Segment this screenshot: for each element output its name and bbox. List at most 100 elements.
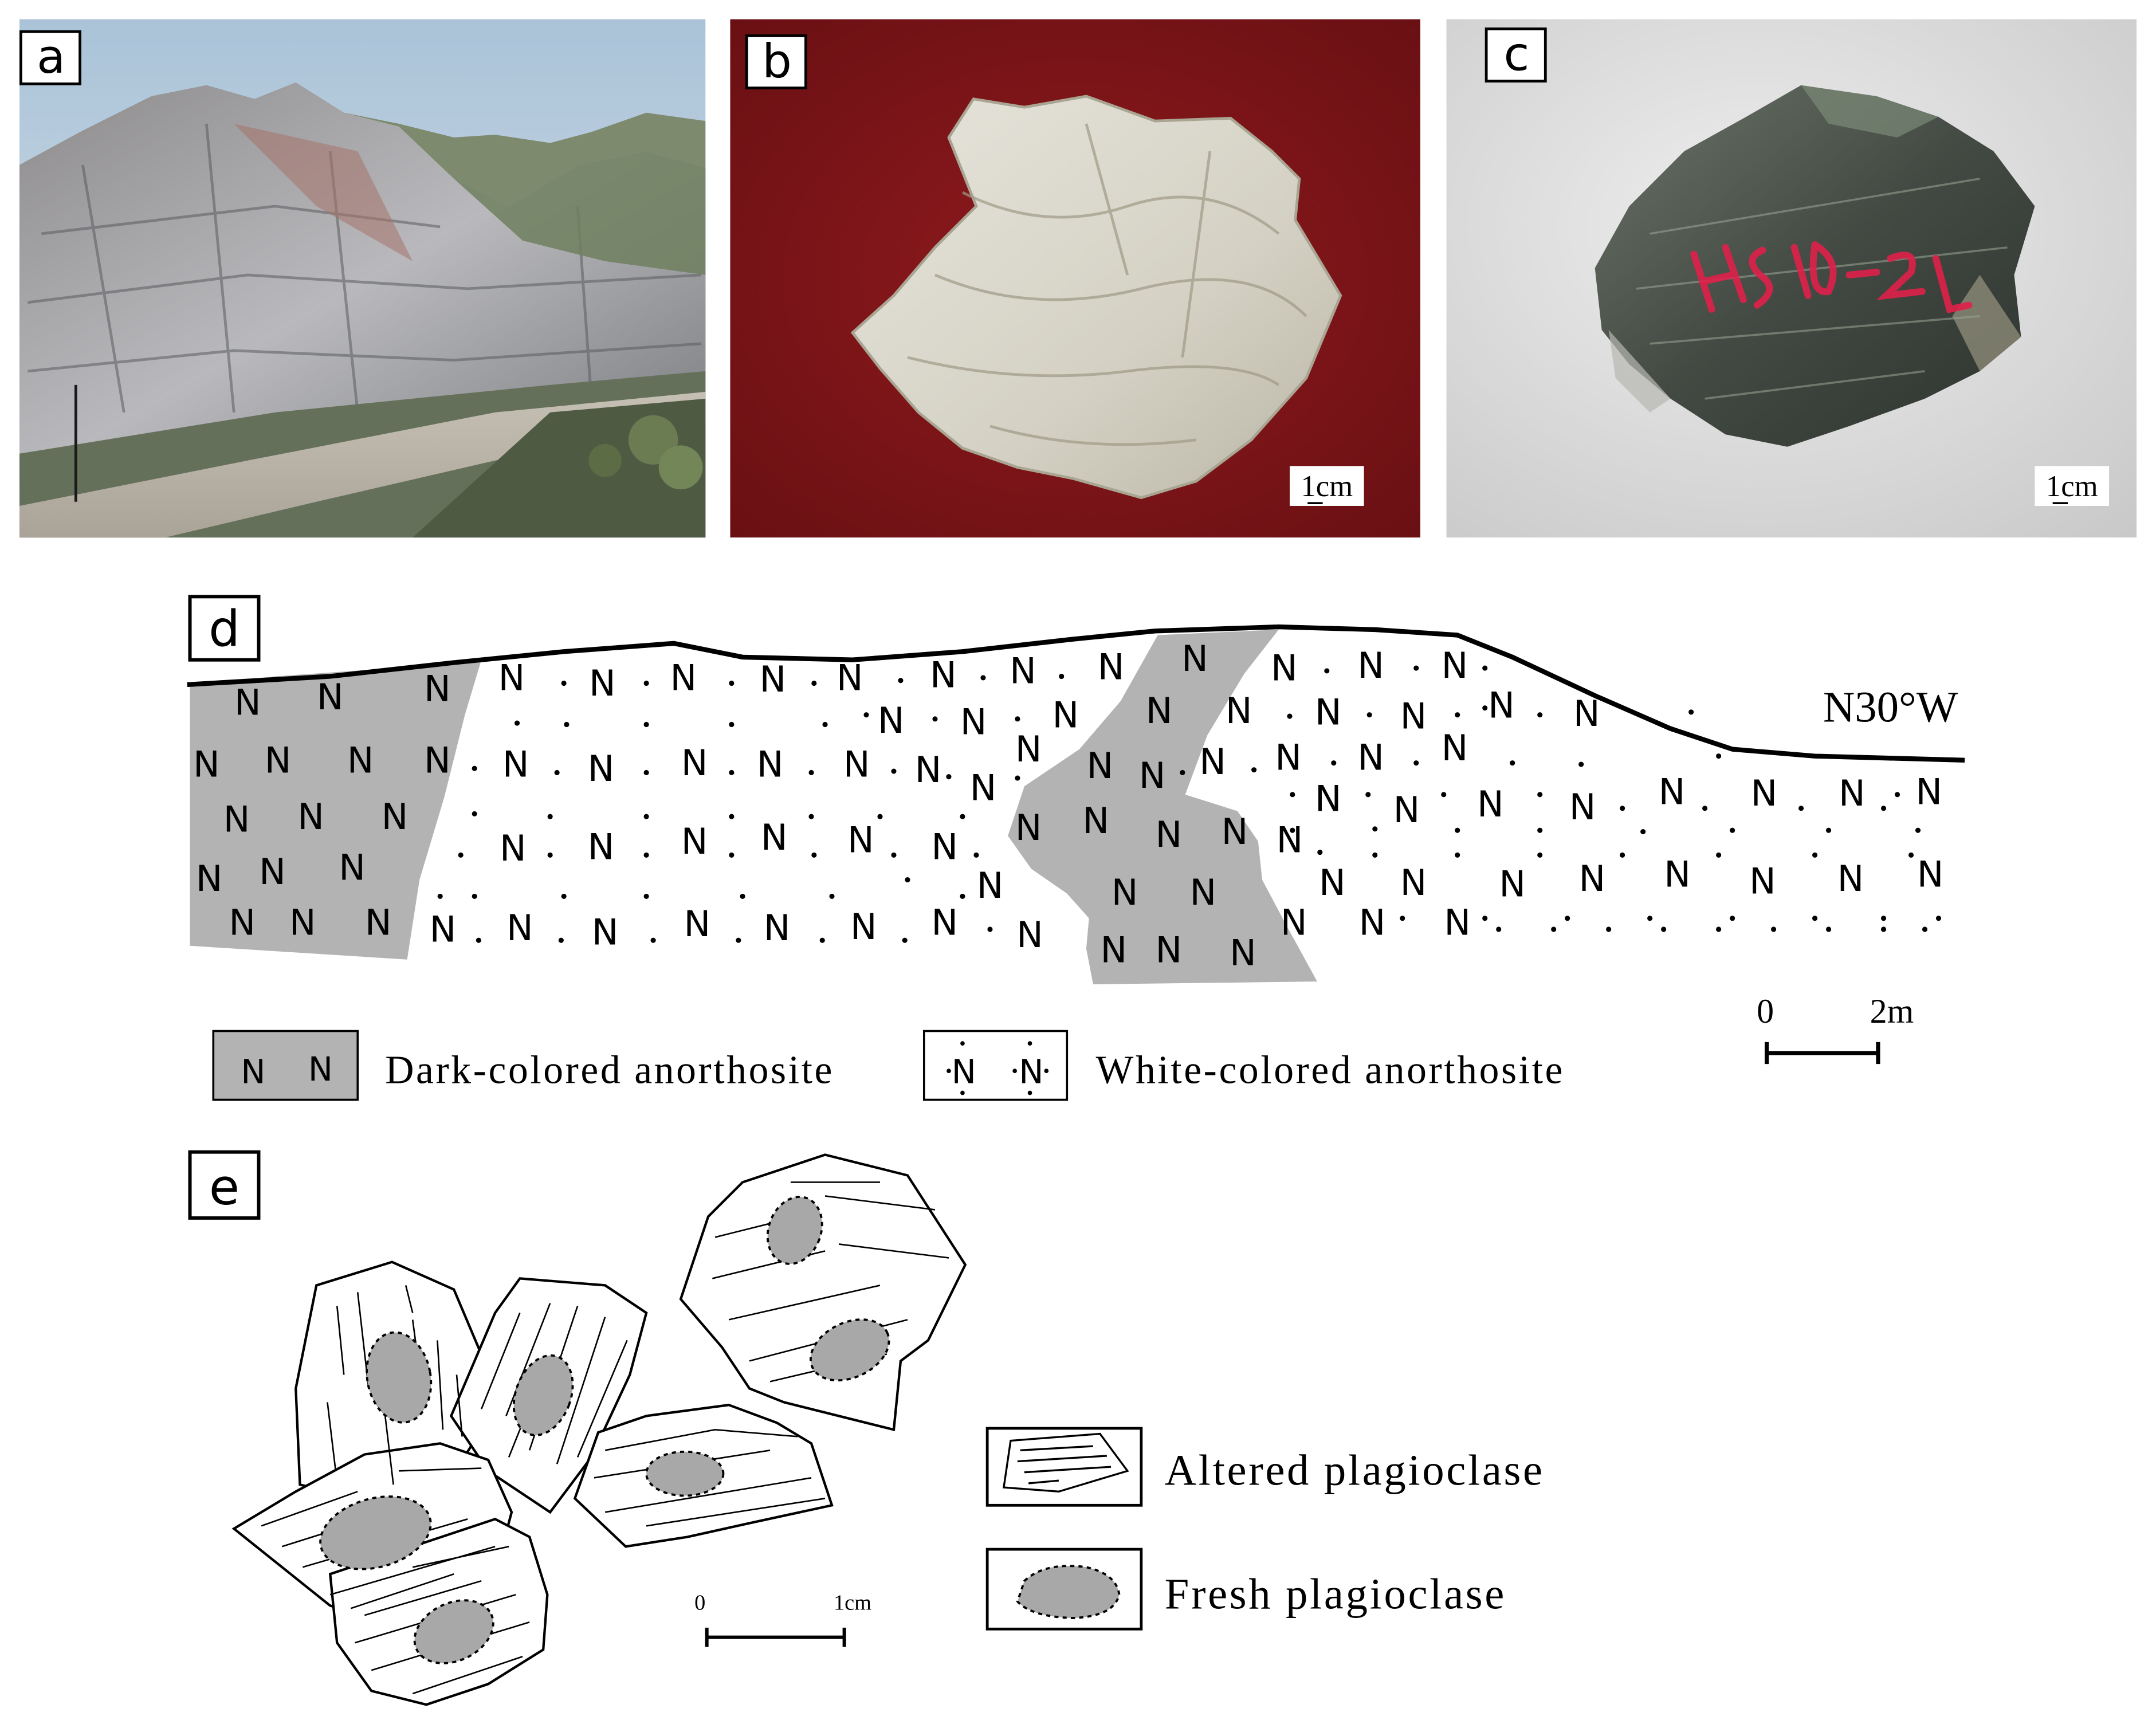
white-anorthosite-dot bbox=[458, 852, 464, 858]
white-anorthosite-dot bbox=[1482, 705, 1488, 711]
anorthosite-symbol: N bbox=[234, 682, 261, 724]
white-anorthosite-dot bbox=[1922, 926, 1928, 932]
white-anorthosite-dot bbox=[643, 769, 649, 776]
panel-a-label-box bbox=[19, 30, 81, 85]
anorthosite-symbol: N bbox=[1222, 811, 1248, 853]
white-anorthosite-dot bbox=[729, 769, 735, 776]
white-anorthosite-dot bbox=[902, 937, 908, 943]
white-anorthosite-dot bbox=[1372, 826, 1378, 832]
anorthosite-symbol: N bbox=[430, 909, 457, 951]
white-anorthosite-dot bbox=[1366, 712, 1372, 718]
white-anorthosite-dot bbox=[1730, 827, 1735, 833]
white-anorthosite-dot bbox=[1287, 713, 1293, 719]
anorthosite-symbol: N bbox=[1275, 737, 1302, 779]
white-anorthosite-dot bbox=[1812, 916, 1818, 921]
white-anorthosite-dot bbox=[1413, 665, 1419, 671]
white-anorthosite-dot bbox=[547, 852, 553, 858]
panel-d-label: d bbox=[209, 601, 240, 658]
white-anorthosite-dot bbox=[1372, 852, 1378, 858]
white-anorthosite-dot bbox=[891, 852, 897, 858]
white-anorthosite-dot bbox=[877, 814, 883, 819]
white-anorthosite-dot bbox=[1565, 916, 1570, 921]
white-anorthosite-dot bbox=[1455, 827, 1460, 833]
white-anorthosite-dot bbox=[1688, 709, 1694, 715]
sample-c-marking bbox=[1690, 241, 1973, 313]
anorthosite-symbol: N bbox=[764, 907, 791, 949]
anorthosite-symbol: N bbox=[1393, 789, 1420, 831]
anorthosite-symbol: N bbox=[681, 742, 708, 784]
anorthosite-symbol: N bbox=[592, 911, 619, 953]
white-anorthosite-dot bbox=[515, 720, 520, 726]
white-anorthosite-dot bbox=[1413, 760, 1419, 766]
legend-dark-swatch-n2: N bbox=[308, 1050, 333, 1089]
white-anorthosite-dot bbox=[1620, 806, 1625, 811]
legend-white-swatch-n2: N bbox=[1019, 1053, 1043, 1091]
anorthosite-symbol: N bbox=[1181, 638, 1208, 680]
white-anorthosite-dot bbox=[863, 712, 869, 718]
anorthosite-symbol: N bbox=[1230, 932, 1256, 973]
anorthosite-symbol: N bbox=[970, 767, 997, 808]
anorthosite-symbol: N bbox=[1281, 902, 1307, 944]
panel-b: 1cm b bbox=[730, 19, 1420, 538]
anorthosite-symbol: N bbox=[1139, 755, 1166, 796]
anorthosite-symbol: N bbox=[365, 902, 392, 944]
anorthosite-symbol: N bbox=[588, 826, 615, 868]
anorthosite-symbol: N bbox=[265, 739, 292, 781]
panel-e: e 0 1cm bbox=[188, 1150, 1542, 1706]
anorthosite-symbol: N bbox=[506, 907, 533, 949]
panel-c: 1cm c bbox=[1446, 19, 2137, 538]
white-anorthosite-dot bbox=[1290, 792, 1295, 798]
panel-b-scale-label: 1cm bbox=[1301, 470, 1353, 503]
anorthosite-symbol: N bbox=[1199, 741, 1226, 783]
white-anorthosite-dot bbox=[472, 811, 477, 816]
white-anorthosite-dot bbox=[1537, 792, 1543, 798]
white-anorthosite-dot bbox=[437, 893, 443, 899]
white-anorthosite-dot bbox=[1578, 761, 1584, 767]
white-anorthosite-dot bbox=[946, 774, 952, 780]
white-anorthosite-dot bbox=[1180, 769, 1185, 776]
anorthosite-symbol: N bbox=[1357, 645, 1384, 686]
white-anorthosite-dot bbox=[729, 852, 735, 858]
e-scale-end: 1cm bbox=[834, 1591, 871, 1615]
white-anorthosite-dot bbox=[1482, 665, 1488, 671]
anorthosite-symbol: N bbox=[1156, 929, 1183, 971]
anorthosite-symbol: N bbox=[317, 676, 344, 718]
legend-white-swatch-n1: N bbox=[952, 1053, 976, 1091]
anorthosite-symbol: N bbox=[1839, 772, 1866, 814]
white-anorthosite-dot bbox=[472, 765, 477, 771]
white-anorthosite-dot bbox=[1640, 829, 1646, 835]
white-anorthosite-dot bbox=[1825, 926, 1832, 932]
anorthosite-symbol: N bbox=[498, 657, 525, 698]
anorthosite-symbol: N bbox=[1016, 914, 1043, 956]
white-anorthosite-dot bbox=[1400, 916, 1405, 921]
anorthosite-symbol: N bbox=[1400, 862, 1427, 904]
anorthosite-symbol: N bbox=[382, 796, 409, 838]
white-anorthosite-dot bbox=[1606, 926, 1612, 932]
white-anorthosite-dot bbox=[1510, 760, 1515, 766]
white-anorthosite-dot bbox=[960, 814, 965, 819]
dark-anorthosite-left bbox=[190, 659, 482, 960]
anorthosite-symbol: N bbox=[339, 847, 366, 889]
anorthosite-symbol: N bbox=[1444, 902, 1471, 944]
anorthosite-symbol: N bbox=[1573, 693, 1600, 735]
panel-e-label-box bbox=[188, 1150, 261, 1220]
white-anorthosite-dot bbox=[1716, 852, 1722, 858]
fresh-plagioclase-core bbox=[645, 1450, 725, 1497]
white-anorthosite-dot bbox=[1716, 926, 1722, 932]
anorthosite-symbol: N bbox=[500, 827, 527, 869]
anorthosite-symbol: N bbox=[1477, 783, 1504, 825]
anorthosite-symbol: N bbox=[1400, 696, 1427, 737]
d-scale-start: 0 bbox=[1757, 992, 1774, 1030]
panel-c-scale-box bbox=[2035, 466, 2110, 506]
white-anorthosite-dot bbox=[808, 814, 814, 819]
white-anorthosite-dot bbox=[1880, 806, 1887, 811]
white-anorthosite-dot bbox=[1551, 926, 1557, 932]
anorthosite-symbol: N bbox=[347, 739, 374, 781]
anorthosite-symbol: N bbox=[1750, 772, 1777, 814]
panel-a-label: a bbox=[37, 30, 65, 84]
ground-surface bbox=[187, 624, 1965, 763]
legend-fresh-swatch bbox=[1016, 1565, 1121, 1619]
anorthosite-symbol: N bbox=[259, 851, 286, 893]
